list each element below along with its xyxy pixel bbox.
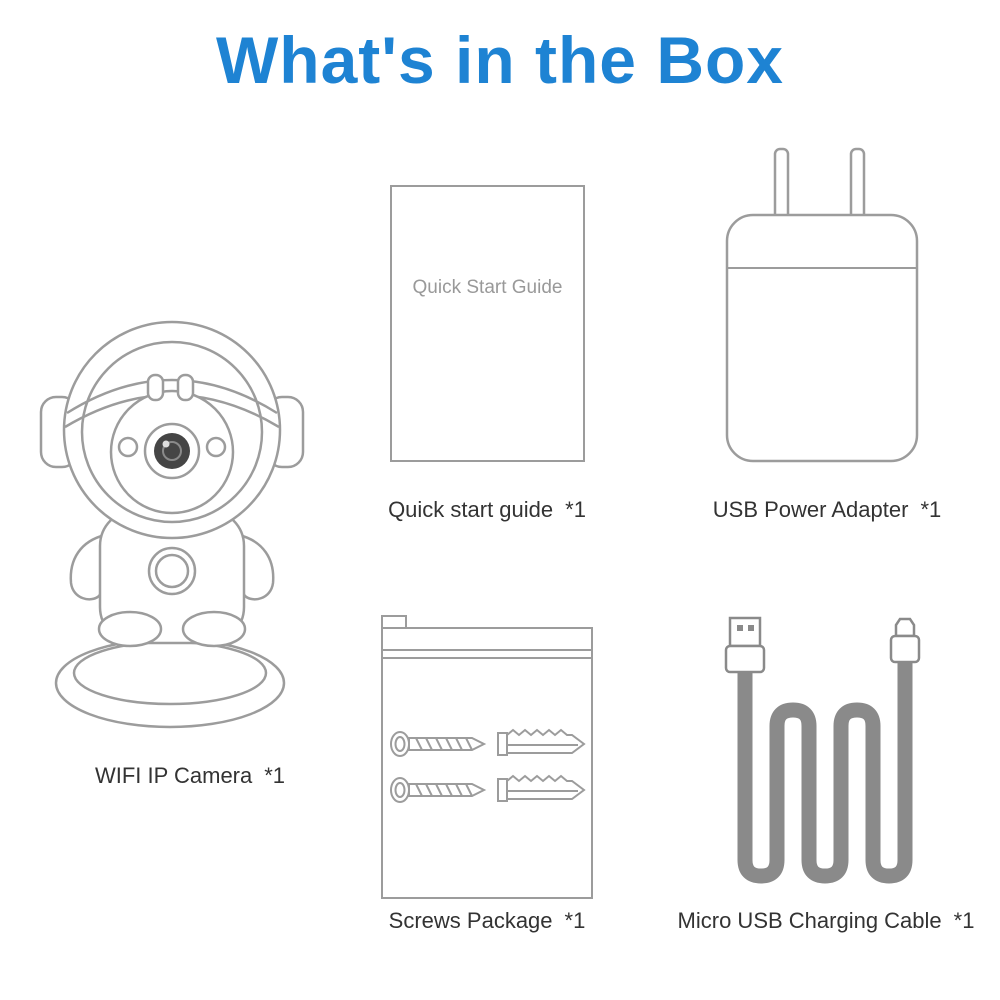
camera-helmet-band <box>66 378 278 415</box>
screws-qty: *1 <box>564 908 586 933</box>
page-title: What's in the Box <box>215 23 785 97</box>
camera-mark-left <box>146 373 165 402</box>
micro-usb-cable-icon <box>724 616 921 884</box>
camera-lens-highlight <box>162 440 170 448</box>
camera-right-arm <box>237 533 275 601</box>
cable-caption: Micro USB Charging Cable *1 <box>652 908 1000 934</box>
quick-start-guide-icon: Quick Start Guide <box>390 185 585 462</box>
camera-left-foot <box>97 610 163 648</box>
screws-caption: Screws Package *1 <box>347 908 627 934</box>
cable-cord <box>737 660 913 884</box>
wifi-ip-camera-icon <box>39 320 305 729</box>
adapter-line-art <box>725 147 919 463</box>
screw-icon <box>390 777 485 803</box>
screws-package-icon <box>381 615 593 899</box>
camera-right-led <box>205 436 227 458</box>
camera-mark-right <box>176 373 195 402</box>
guide-cover-text: Quick Start Guide <box>412 277 563 298</box>
cable-qty: *1 <box>953 908 975 933</box>
screw-icon <box>390 731 485 757</box>
camera-label: WIFI IP Camera <box>94 763 253 788</box>
guide-caption: Quick start guide *1 <box>347 497 627 523</box>
cable-label: Micro USB Charging Cable <box>677 908 942 933</box>
wall-anchor-icon <box>497 775 585 802</box>
usb-power-adapter-icon <box>725 147 919 463</box>
screws-bag <box>381 615 593 899</box>
wall-anchor-icon <box>497 729 585 756</box>
adapter-qty: *1 <box>920 497 942 522</box>
camera-qty: *1 <box>264 763 286 788</box>
adapter-left-prong <box>773 147 790 223</box>
adapter-right-prong <box>849 147 866 223</box>
camera-left-led <box>117 436 139 458</box>
adapter-caption: USB Power Adapter *1 <box>682 497 972 523</box>
micro-usb-connector <box>889 617 921 664</box>
guide-label: Quick start guide <box>388 497 554 522</box>
guide-qty: *1 <box>565 497 586 522</box>
camera-right-foot <box>181 610 247 648</box>
screws-label: Screws Package <box>388 908 553 933</box>
camera-line-art <box>39 320 305 729</box>
adapter-label: USB Power Adapter <box>712 497 909 522</box>
camera-left-arm <box>69 533 107 601</box>
adapter-body <box>725 213 919 463</box>
camera-caption: WIFI IP Camera *1 <box>25 763 355 789</box>
usb-a-connector <box>724 616 766 674</box>
camera-base-top <box>72 640 268 706</box>
camera-lens-icon <box>154 433 190 469</box>
